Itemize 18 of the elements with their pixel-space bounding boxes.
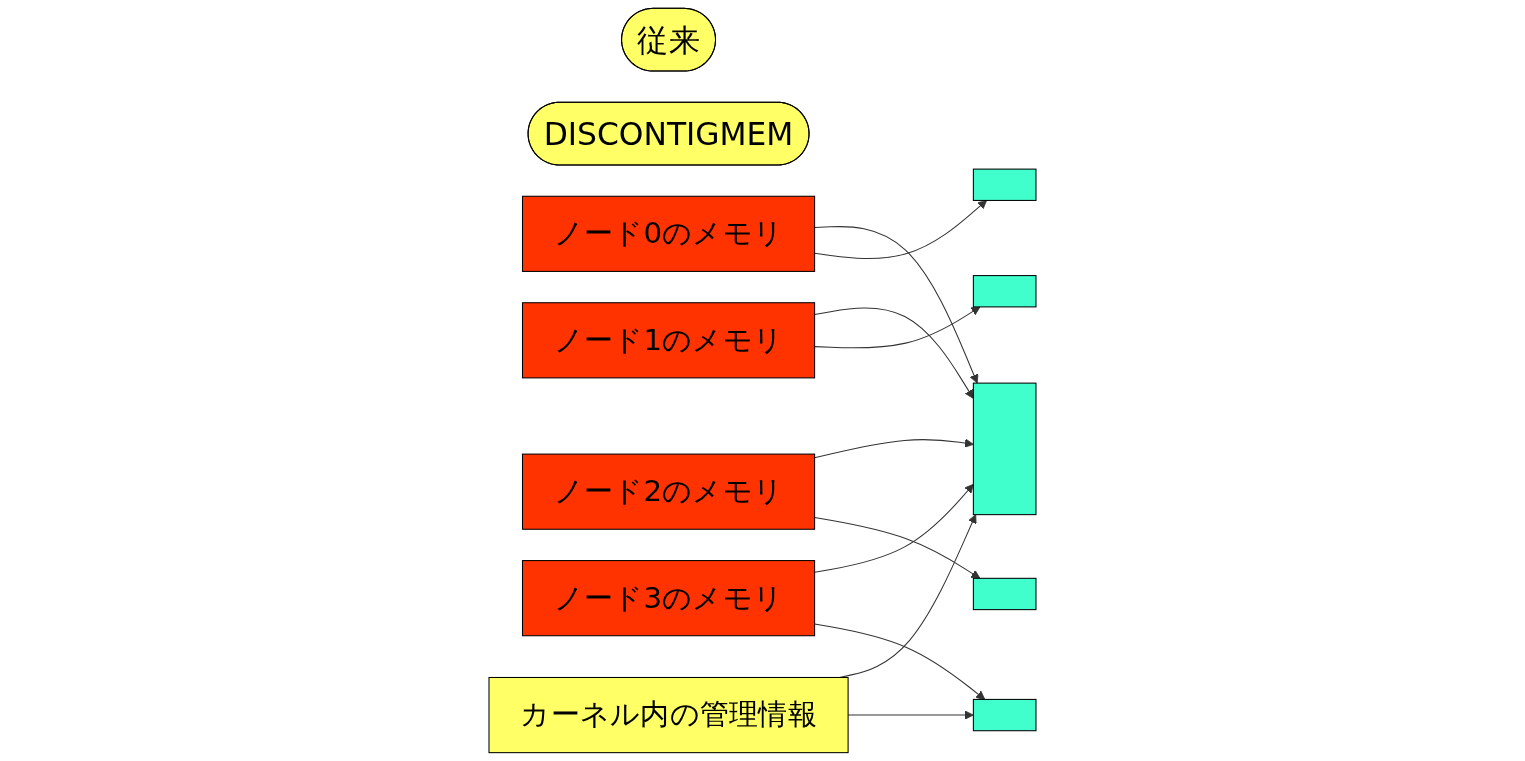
arrow xyxy=(814,200,988,259)
arrow xyxy=(814,307,974,399)
node-box xyxy=(972,577,1037,611)
arrow xyxy=(814,516,981,579)
node-box: ノード0のメモリ xyxy=(521,195,816,272)
node-box xyxy=(972,168,1037,201)
node-box: ノード3のメモリ xyxy=(521,560,816,637)
node-box xyxy=(972,275,1037,308)
node-box: ノード1のメモリ xyxy=(521,302,816,379)
arrow xyxy=(814,623,986,700)
node-box xyxy=(972,698,1037,732)
arrow xyxy=(814,226,979,384)
arrow xyxy=(814,483,974,573)
arrow xyxy=(814,438,974,459)
node-box xyxy=(972,382,1037,516)
arrow xyxy=(814,306,981,349)
node-box: カーネル内の管理情報 xyxy=(488,676,849,754)
node-box: ノード2のメモリ xyxy=(521,453,816,530)
